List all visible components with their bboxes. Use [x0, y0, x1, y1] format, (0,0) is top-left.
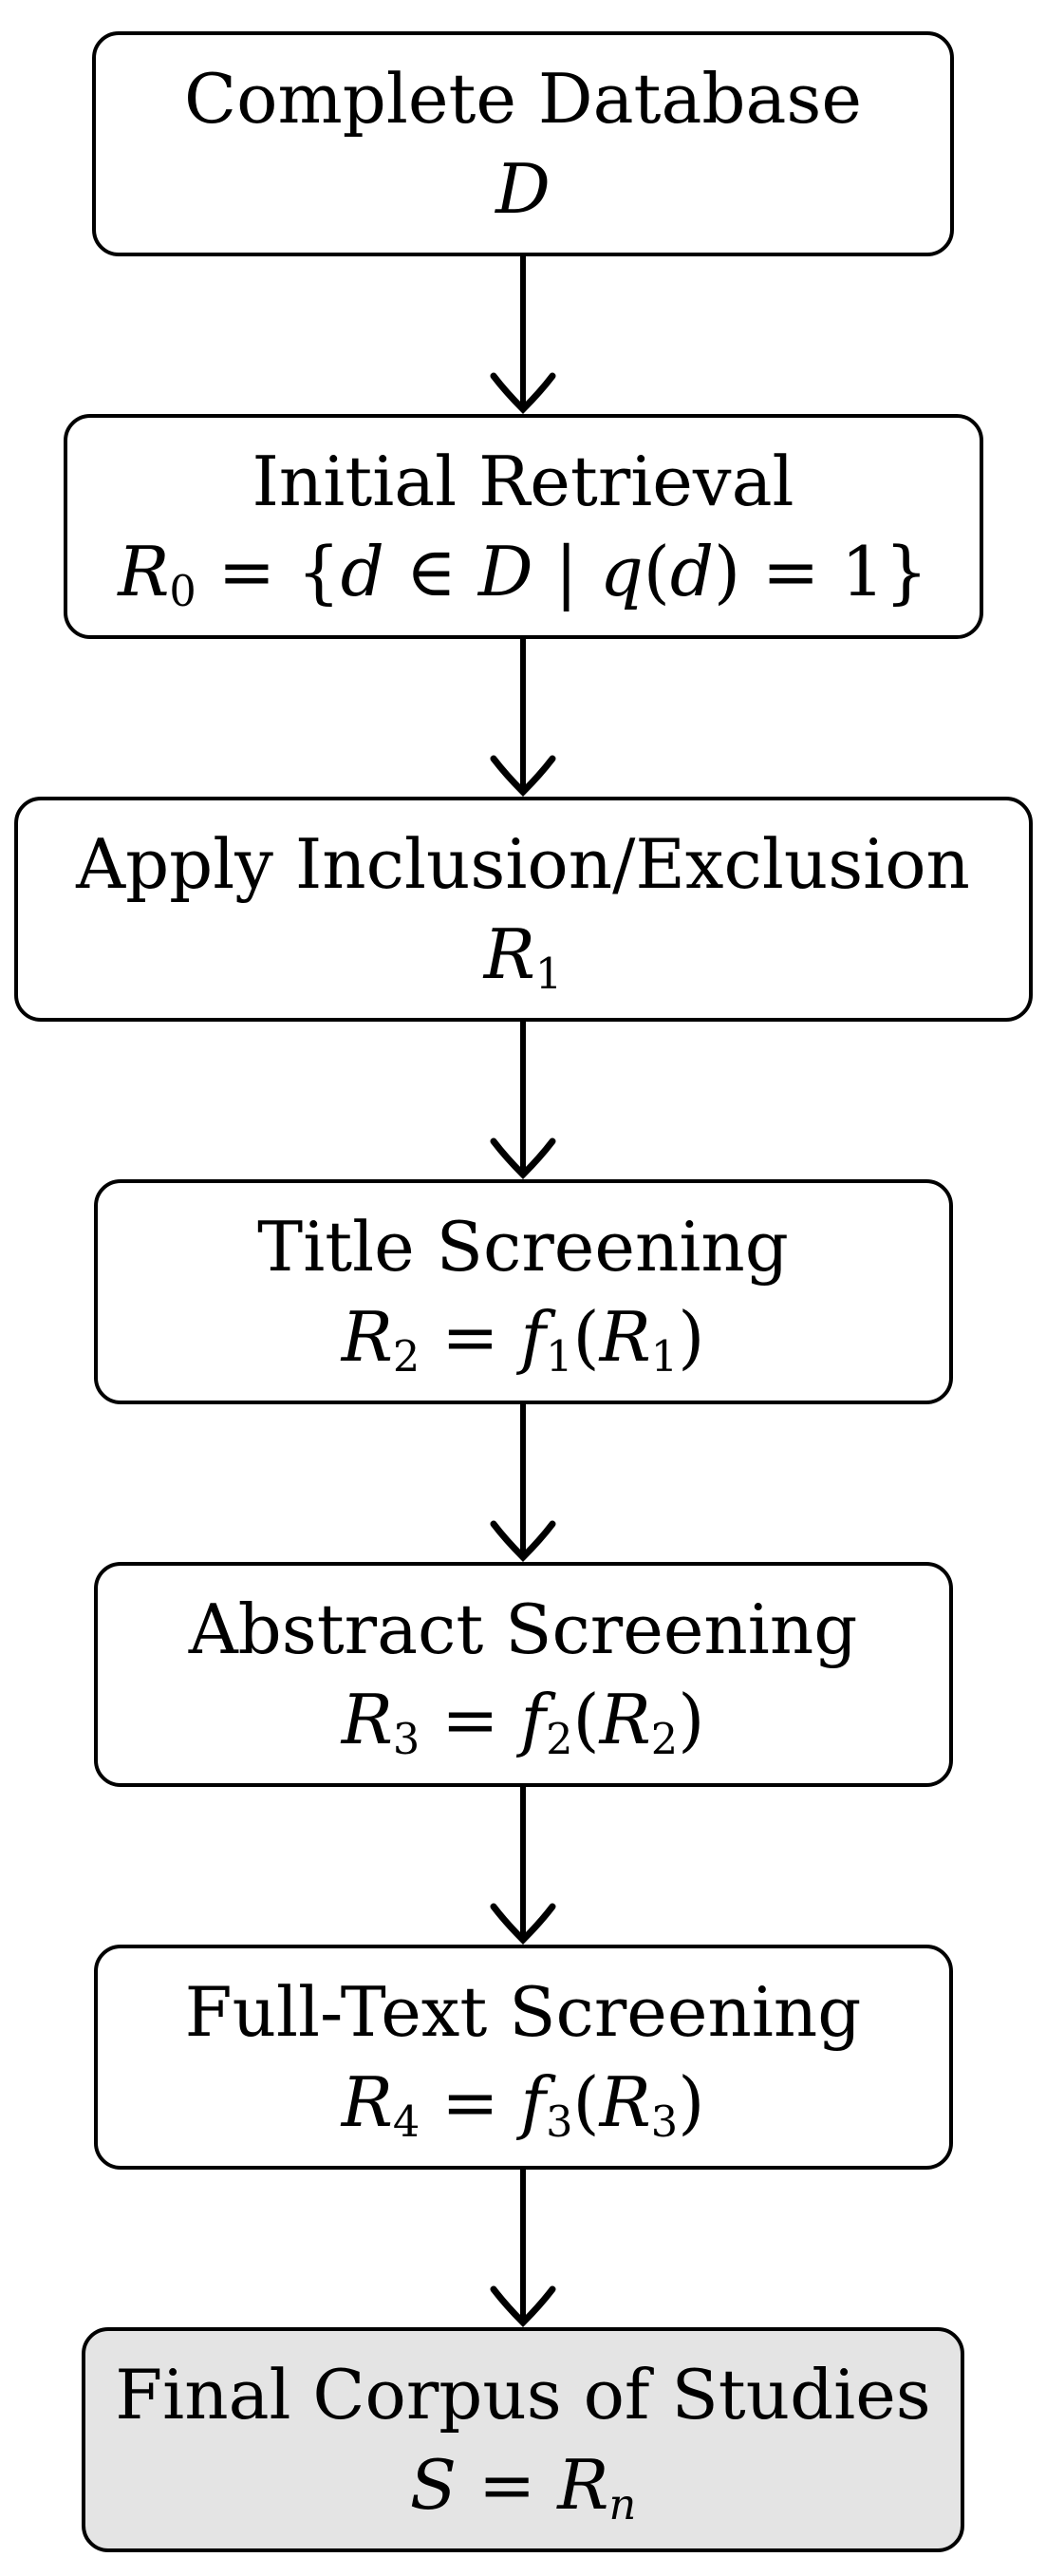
math-token: = [420, 2061, 521, 2142]
math-token: R [341, 2061, 393, 2142]
math-token: f [520, 2061, 547, 2142]
math-sub: 1 [650, 1331, 679, 1382]
node-title: Title Screening [257, 1206, 789, 1287]
math-token: = [420, 1296, 521, 1377]
math-token: R [599, 1296, 651, 1377]
math-sub: 2 [392, 1331, 420, 1382]
math-token: = { [196, 531, 341, 611]
math-token: d [340, 531, 384, 611]
math-cal-d: D [477, 531, 533, 611]
node-formula: R1 [484, 910, 563, 1000]
math-sub: n [608, 2479, 637, 2529]
math-token: = [457, 2444, 558, 2525]
down-arrow-icon [485, 256, 561, 414]
element-of-symbol: ∈ [383, 531, 478, 611]
math-sub: 3 [650, 2097, 679, 2147]
node-full-text-screening: Full-Text Screening R4 = f3(R3) [93, 1945, 953, 2170]
node-title-screening: Title Screening R2 = f1(R1) [93, 1179, 953, 1404]
node-title: Apply Inclusion/Exclusion [76, 823, 970, 904]
math-token: R [599, 1679, 651, 1759]
math-token: ) [678, 1296, 705, 1377]
node-initial-retrieval: Initial Retrieval R0 = {d ∈ D | q(d) = 1… [63, 414, 983, 639]
math-token: f [520, 1296, 547, 1377]
math-token: R [557, 2444, 609, 2525]
math-sub: 3 [546, 2097, 573, 2147]
math-sub: 1 [534, 949, 563, 999]
math-cal-d: D [495, 148, 551, 229]
node-apply-inclusion-exclusion: Apply Inclusion/Exclusion R1 [13, 797, 1033, 1022]
node-title: Final Corpus of Studies [115, 2354, 931, 2435]
node-formula: R4 = f3(R3) [342, 2058, 705, 2148]
down-arrow-icon [485, 1404, 561, 1562]
math-token: R [118, 531, 170, 611]
math-token: | [532, 531, 600, 611]
math-sub: 1 [546, 1331, 573, 1382]
math-sub: 2 [650, 1714, 679, 1764]
down-arrow-icon [485, 639, 561, 797]
math-token: ) [678, 2061, 705, 2142]
math-token: d [669, 531, 714, 611]
math-token: = [420, 1679, 521, 1759]
node-final-corpus: Final Corpus of Studies S = Rn [82, 2327, 964, 2552]
math-token: R [341, 1296, 393, 1377]
math-sub: 3 [392, 1714, 420, 1764]
math-token: R [341, 1679, 393, 1759]
math-token: ( [572, 1296, 600, 1377]
math-token: R [599, 2061, 651, 2142]
math-token: ( [572, 2061, 600, 2142]
math-token: q [599, 531, 644, 611]
node-title: Full-Text Screening [184, 1971, 862, 2052]
math-sub: 2 [546, 1714, 573, 1764]
down-arrow-icon [485, 1022, 561, 1179]
math-token: ) [678, 1679, 705, 1759]
node-title: Abstract Screening [188, 1589, 858, 1669]
node-formula: R0 = {d ∈ D | q(d) = 1} [118, 527, 928, 617]
math-token: R [483, 913, 535, 994]
node-formula: S = Rn [410, 2440, 636, 2530]
math-token: ) = 1} [713, 531, 928, 611]
math-cal-s: S [409, 2444, 458, 2525]
down-arrow-icon [485, 1787, 561, 1945]
node-formula: R3 = f2(R2) [342, 1675, 705, 1765]
math-token: f [520, 1679, 547, 1759]
math-token: ( [572, 1679, 600, 1759]
node-title: Complete Database [184, 58, 862, 139]
node-formula: D [495, 144, 551, 235]
node-complete-database: Complete Database D [92, 31, 954, 256]
node-abstract-screening: Abstract Screening R3 = f2(R2) [93, 1562, 953, 1787]
down-arrow-icon [485, 2170, 561, 2327]
math-sub: 4 [392, 2097, 420, 2147]
math-sub: 0 [169, 566, 196, 616]
node-formula: R2 = f1(R1) [342, 1292, 705, 1382]
math-token: ( [643, 531, 670, 611]
node-title: Initial Retrieval [252, 441, 794, 521]
